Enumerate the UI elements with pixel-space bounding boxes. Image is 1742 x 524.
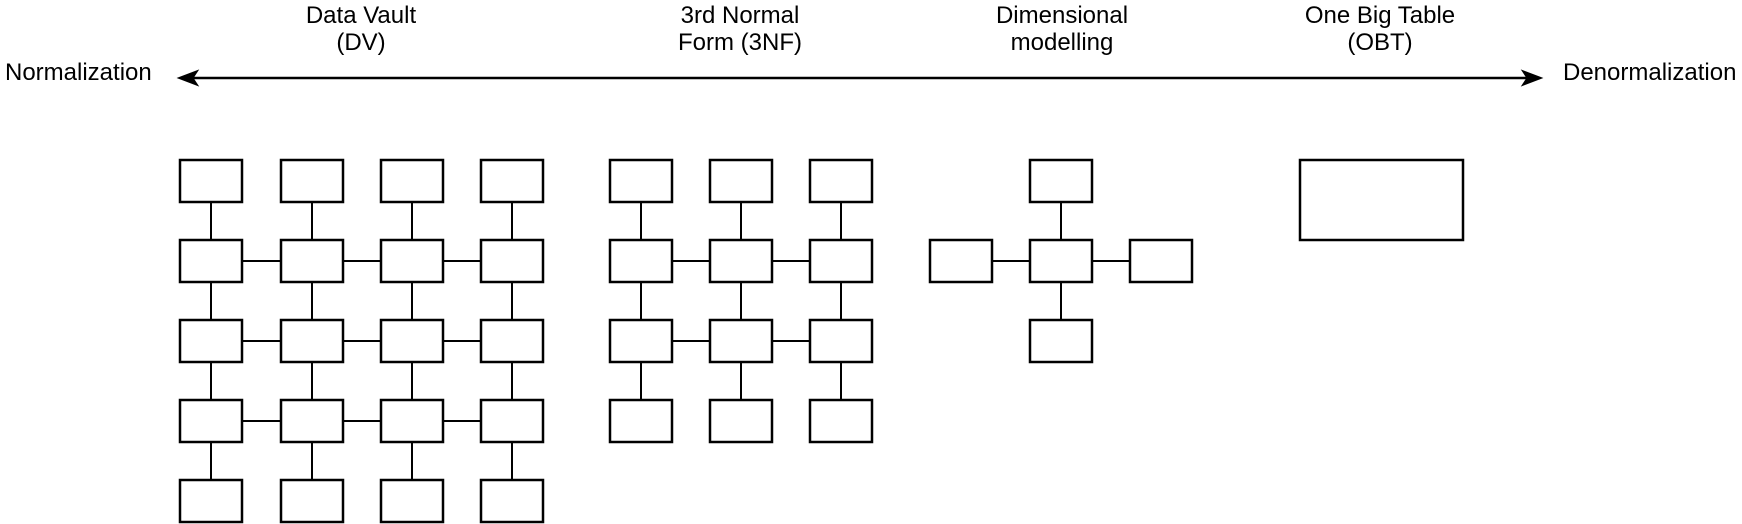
data-vault-schema — [178, 158, 545, 524]
normalization-axis-label: Normalization — [5, 59, 152, 86]
denormalization-axis-label: Denormalization — [1563, 59, 1737, 86]
data-vault-box-r3c3 — [379, 318, 445, 364]
data-vault-box-r5c1 — [178, 478, 244, 524]
model-label-line: modelling — [1010, 29, 1114, 56]
arrowhead-left-icon — [176, 69, 200, 87]
one-big-table-box — [1298, 158, 1465, 242]
data-vault-box-r3c1 — [178, 318, 244, 364]
data-vault-box-r5c2 — [279, 478, 345, 524]
third-normal-form-box-r2c2 — [708, 238, 774, 284]
model-label-dimensional-modelling: Dimensional modelling — [932, 2, 1192, 56]
model-label-line: (OBT) — [1347, 29, 1413, 56]
third-normal-form-box-r1c3 — [808, 158, 874, 204]
third-normal-form-box-r2c3 — [808, 238, 874, 284]
data-vault-box-r4c4 — [479, 398, 545, 444]
dimensional-modelling-schema — [928, 158, 1194, 364]
data-vault-box-r2c1 — [178, 238, 244, 284]
model-label-data-vault: Data Vault (DV) — [231, 2, 491, 56]
model-label-line: One Big Table — [1304, 2, 1456, 29]
data-vault-box-r3c4 — [479, 318, 545, 364]
third-normal-form-box-r2c1 — [608, 238, 674, 284]
third-normal-form-box-r1c1 — [608, 158, 674, 204]
spectrum-arrow — [176, 69, 1544, 87]
data-vault-box-r3c2 — [279, 318, 345, 364]
data-vault-box-r5c3 — [379, 478, 445, 524]
third-normal-form-box-r4c1 — [608, 398, 674, 444]
data-vault-box-r1c2 — [279, 158, 345, 204]
third-normal-form-box-r4c3 — [808, 398, 874, 444]
data-vault-box-r1c3 — [379, 158, 445, 204]
model-label-line: Data Vault — [305, 2, 417, 29]
model-label-line: Dimensional — [995, 2, 1129, 29]
third-normal-form-box-r4c2 — [708, 398, 774, 444]
third-normal-form-schema — [608, 158, 874, 444]
data-vault-box-r4c2 — [279, 398, 345, 444]
dimensional-modelling-dimension-box-left — [928, 238, 994, 284]
dimensional-modelling-fact-box — [1028, 238, 1094, 284]
dimensional-modelling-dimension-box-top — [1028, 158, 1094, 204]
model-label-line: Form (3NF) — [678, 29, 802, 56]
data-vault-box-r2c4 — [479, 238, 545, 284]
third-normal-form-box-r3c2 — [708, 318, 774, 364]
data-vault-box-r4c3 — [379, 398, 445, 444]
model-label-third-normal-form: 3rd Normal Form (3NF) — [610, 2, 870, 56]
data-vault-box-r5c4 — [479, 478, 545, 524]
third-normal-form-box-r1c2 — [708, 158, 774, 204]
one-big-table-schema — [1298, 158, 1465, 242]
data-vault-box-r4c1 — [178, 398, 244, 444]
dimensional-modelling-dimension-box-right — [1128, 238, 1194, 284]
dimensional-modelling-dimension-box-bottom — [1028, 318, 1094, 364]
data-vault-box-r1c1 — [178, 158, 244, 204]
data-vault-box-r2c2 — [279, 238, 345, 284]
model-label-line: 3rd Normal — [680, 2, 800, 29]
arrowhead-right-icon — [1520, 69, 1544, 87]
model-label-line: (DV) — [336, 29, 386, 56]
data-vault-box-r2c3 — [379, 238, 445, 284]
third-normal-form-box-r3c3 — [808, 318, 874, 364]
third-normal-form-box-r3c1 — [608, 318, 674, 364]
model-label-one-big-table: One Big Table (OBT) — [1250, 2, 1510, 56]
data-vault-box-r1c4 — [479, 158, 545, 204]
